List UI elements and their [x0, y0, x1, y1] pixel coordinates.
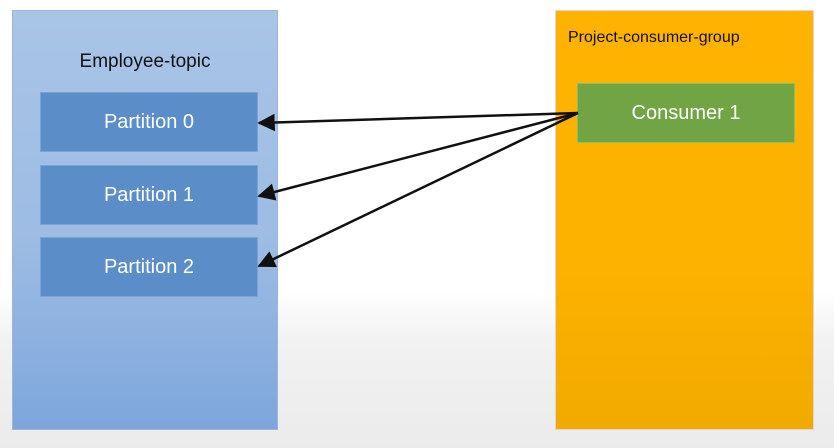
consumer-group-box: Project-consumer-group Consumer 1 — [555, 10, 814, 430]
arrow-to-partition-0 — [257, 111, 579, 132]
topic-title: Employee-topic — [79, 51, 211, 72]
partition-1: Partition 1 — [40, 165, 258, 225]
employee-topic-box: Employee-topic Partition 0 Partition 1 P… — [12, 10, 278, 430]
arrow-to-partition-2 — [257, 111, 579, 268]
partition-2: Partition 2 — [40, 237, 258, 297]
arrow-to-partition-1 — [257, 111, 579, 201]
partition-0: Partition 0 — [40, 92, 258, 152]
consumer-1: Consumer 1 — [577, 83, 795, 143]
group-title: Project-consumer-group — [568, 29, 740, 46]
